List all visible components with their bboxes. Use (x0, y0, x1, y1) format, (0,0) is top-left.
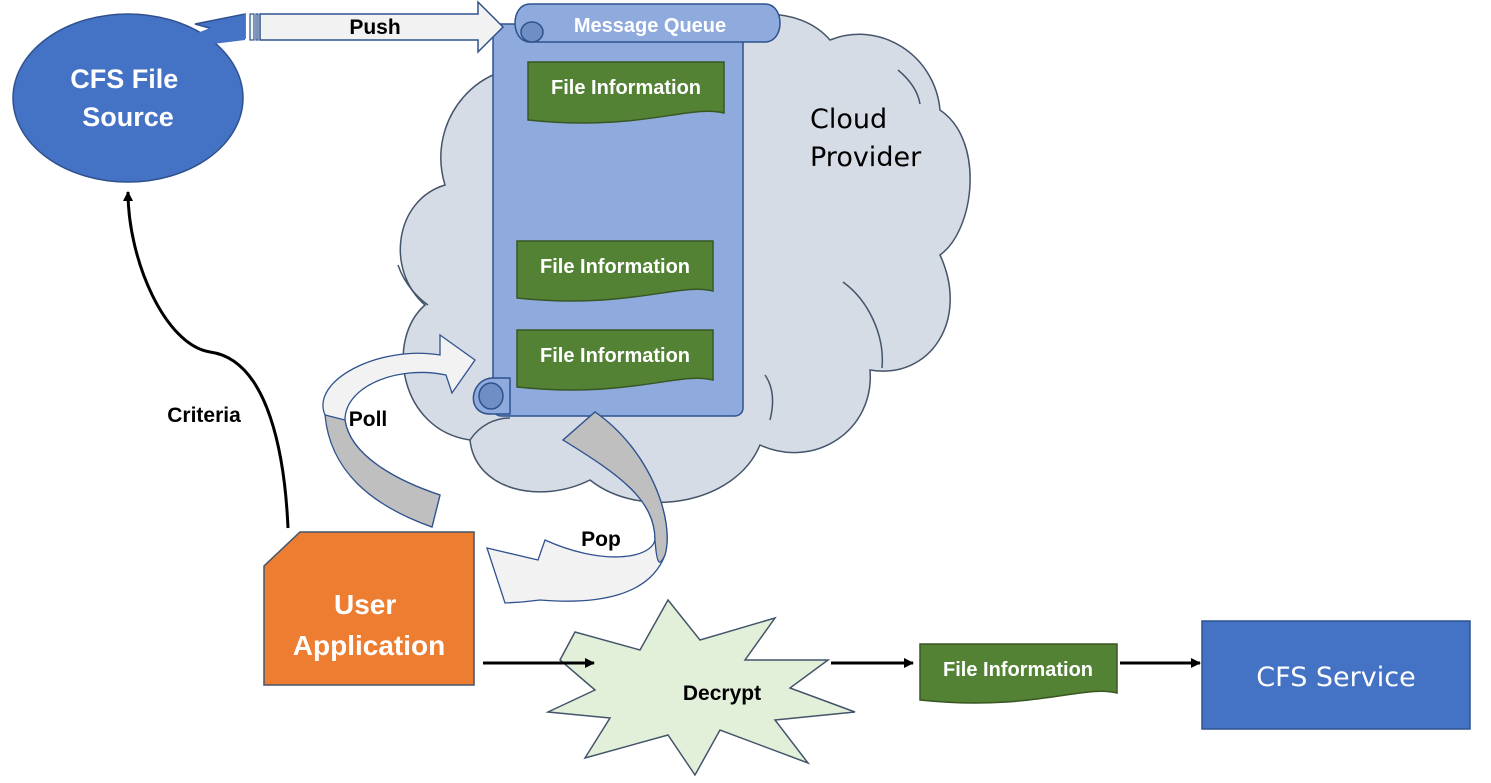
push-label: Push (349, 16, 400, 39)
criteria-arrow (123, 191, 290, 529)
queue-item-1-label: File Information (551, 77, 701, 99)
cfs-file-source-line2: Source (82, 102, 174, 132)
user-application-line2: Application (293, 630, 445, 661)
user-application-line1: User (334, 589, 396, 620)
poll-label: Poll (349, 408, 388, 431)
queue-item-3: File Information (516, 329, 714, 391)
decrypt-shape (545, 598, 856, 777)
file-information-output: File Information (919, 643, 1118, 704)
user-application (263, 531, 475, 686)
cfs-file-source-line1: CFS File (70, 64, 178, 94)
cfs-file-source-label: CFS File Source (70, 64, 186, 132)
message-queue-label: Message Queue (574, 15, 726, 37)
pop-arrow (486, 411, 668, 604)
queue-item-2-label: File Information (540, 256, 690, 278)
criteria-label: Criteria (167, 404, 241, 427)
queue-item-2: File Information (516, 240, 714, 302)
cloud-provider-line1: Cloud (810, 104, 887, 135)
cloud-provider-label: Cloud Provider (810, 104, 922, 173)
queue-item-1: File Information (527, 61, 725, 124)
decrypt-label: Decrypt (683, 682, 761, 705)
poll-arrow (322, 333, 476, 528)
user-application-label: User Application (293, 589, 445, 661)
cfs-file-source (12, 13, 246, 183)
cloud-provider-line2: Provider (810, 142, 922, 173)
push-arrow (249, 0, 505, 54)
file-information-output-label: File Information (943, 659, 1093, 681)
pop-label: Pop (581, 528, 621, 551)
queue-item-3-label: File Information (540, 345, 690, 367)
cfs-service-label: CFS Service (1256, 662, 1415, 693)
cfs-service-box (1201, 620, 1471, 730)
